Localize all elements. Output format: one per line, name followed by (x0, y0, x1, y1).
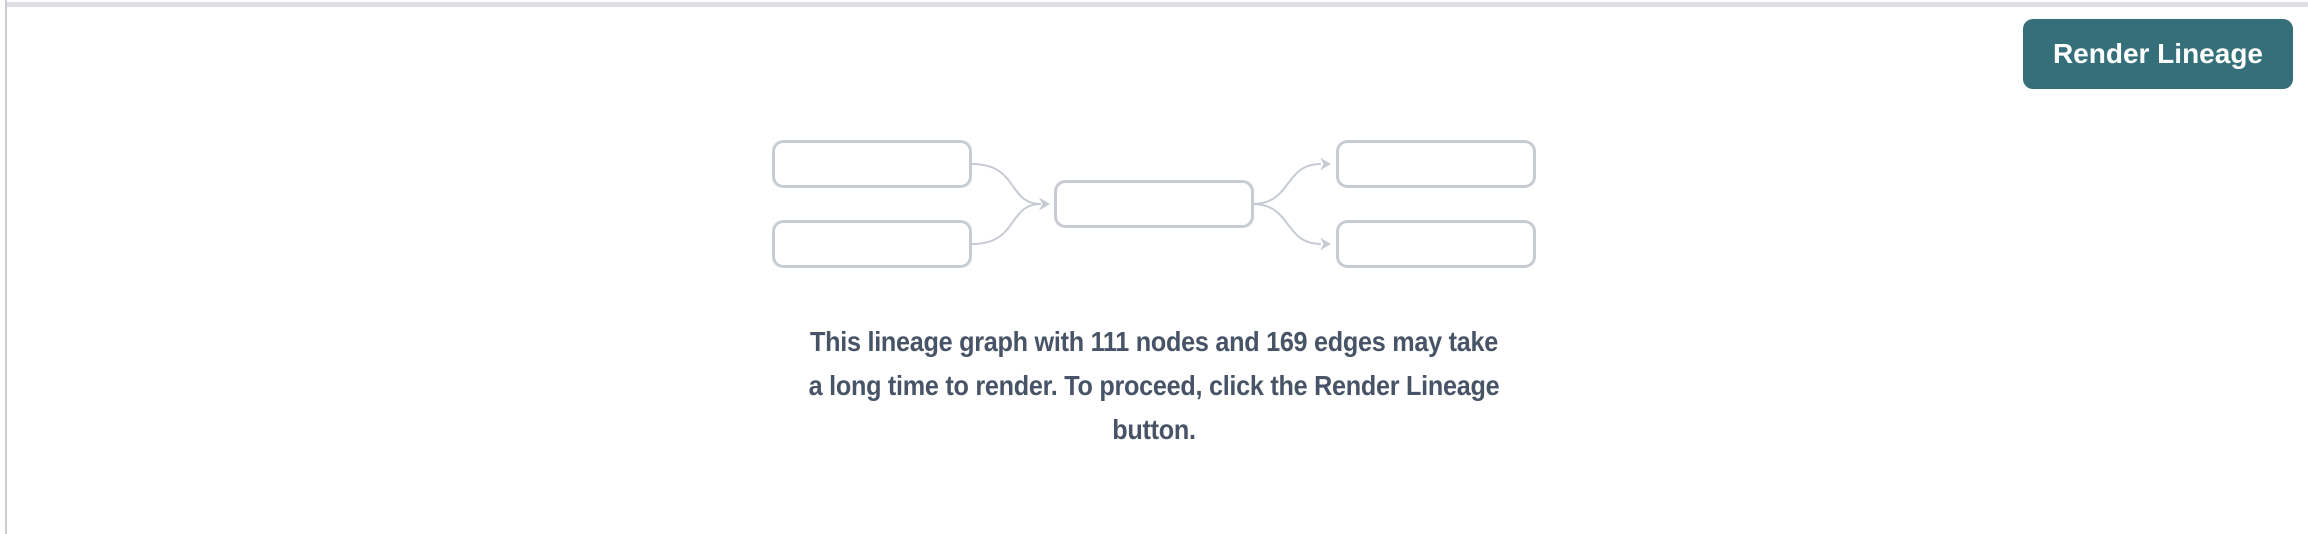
node-left-bottom (772, 220, 972, 268)
edge-left-bottom (971, 203, 1042, 245)
edge-right-bottom (1251, 203, 1322, 245)
arrowhead-right-bottom (1320, 237, 1331, 251)
edge-arrowheads (1039, 157, 1331, 251)
placeholder-edges (971, 163, 1322, 245)
panel-top-border (7, 2, 2308, 7)
arrowhead-right-top (1320, 157, 1331, 171)
lineage-placeholder-svg (772, 140, 1536, 268)
arrowhead-center (1039, 197, 1050, 211)
panel-left-divider (5, 0, 7, 534)
node-right-bottom (1336, 220, 1536, 268)
lineage-graph-placeholder-illustration (769, 138, 1539, 270)
edge-right-top (1251, 163, 1322, 205)
node-center (1054, 180, 1254, 228)
warning-line-2: a long time to render. To proceed, click… (808, 370, 1500, 401)
node-left-top (772, 140, 972, 188)
node-right-top (1336, 140, 1536, 188)
lineage-warning-message: This lineage graph with 111 nodes and 16… (809, 320, 1500, 452)
warning-line-3: button. (1112, 414, 1196, 445)
edge-left-top (971, 163, 1042, 205)
warning-line-1: This lineage graph with 111 nodes and 16… (810, 326, 1498, 357)
placeholder-nodes (772, 140, 1536, 268)
render-lineage-button[interactable]: Render Lineage (2022, 19, 2293, 89)
